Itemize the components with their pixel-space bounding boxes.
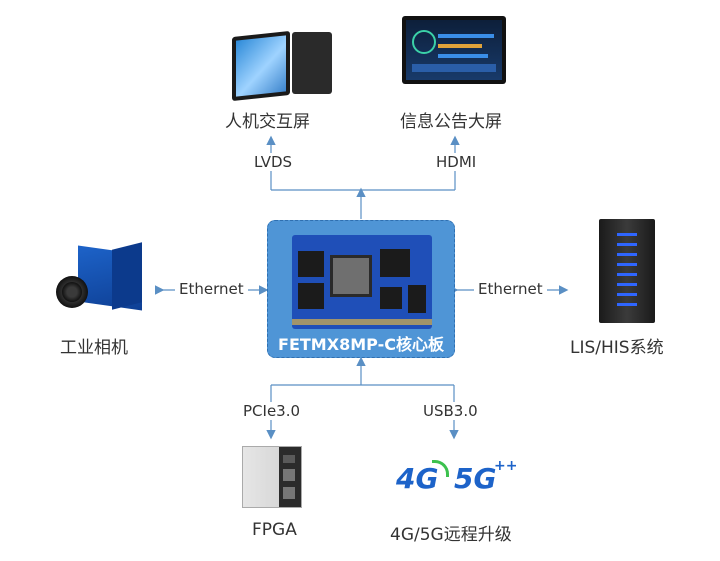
server-rack-icon [599,219,655,323]
bottom-right-interface-label: USB3.0 [419,402,482,420]
touch-panel-display-node [228,28,332,103]
top-connector [266,135,460,219]
logo-5g: 5G [454,462,497,495]
industrial-camera-icon [52,242,148,314]
right-interface-label: Ethernet [474,280,547,298]
core-board: FETMX8MP-C核心板 [267,220,455,358]
som-board-icon [292,235,432,329]
bottom-right-title: 4G/5G远程升级 [390,525,512,545]
plus-plus-icon: ++ [494,458,518,474]
large-display-icon [402,16,506,84]
logo-4g: 4G [396,462,439,495]
top-right-title: 信息公告大屏 [400,112,502,132]
bottom-connector [266,356,459,440]
touch-panel-display-icon [232,30,290,102]
bottom-left-interface-label: PCIe3.0 [239,402,305,420]
left-interface-label: Ethernet [175,280,248,298]
top-left-interface-label: LVDS [250,153,297,171]
fpga-module-icon [242,446,302,508]
top-right-interface-label: HDMI [432,153,481,171]
left-title: 工业相机 [60,338,128,358]
top-left-title: 人机交互屏 [225,112,310,132]
bottom-left-title: FPGA [252,520,297,540]
right-title: LIS/HIS系统 [570,338,664,358]
signal-arcs-icon [432,460,449,477]
4g-5g-logo-icon: 4G 5G ++ [396,458,518,500]
core-board-title: FETMX8MP-C核心板 [278,335,444,354]
